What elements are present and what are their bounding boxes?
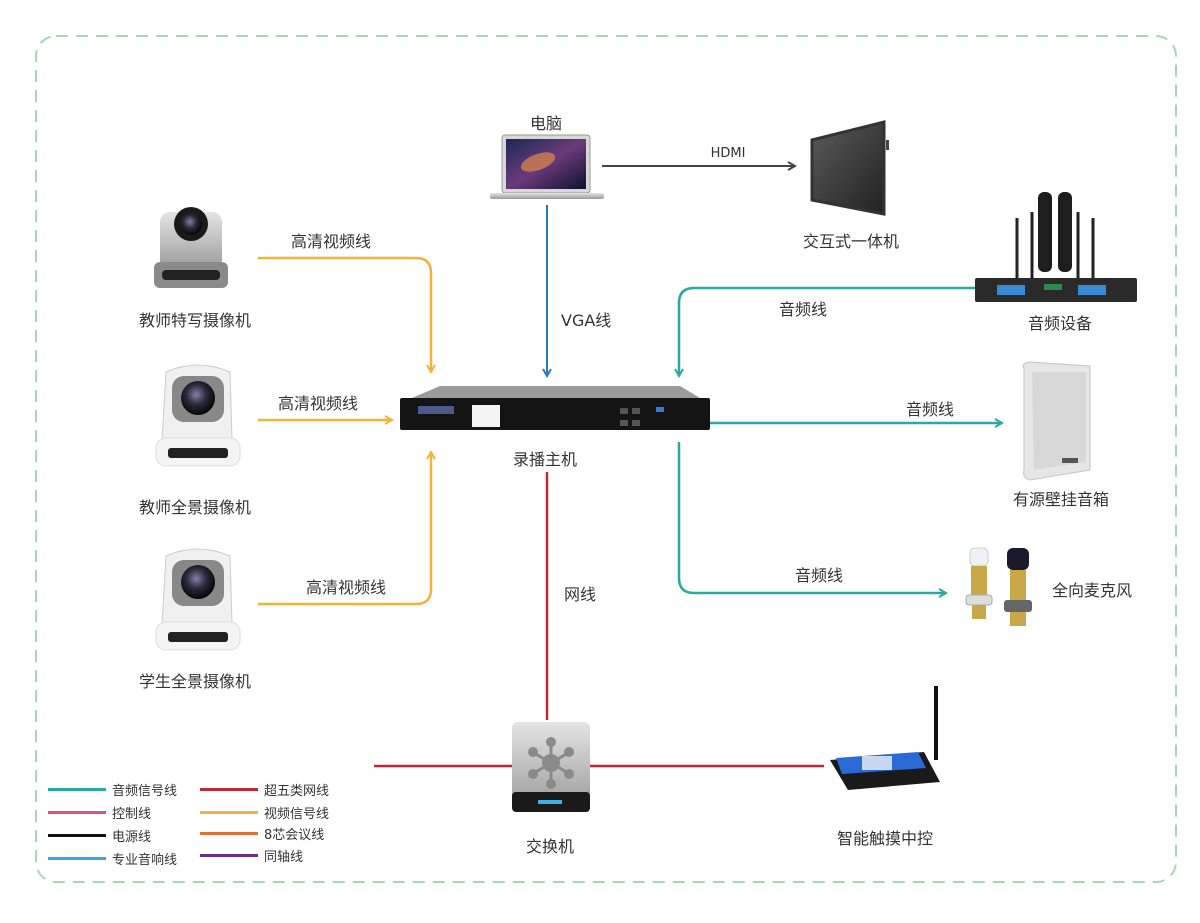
legend-label: 视频信号线 (264, 807, 330, 822)
legend-item: 专业音响线 (48, 849, 177, 868)
teacher-closeup-camera-icon (154, 207, 228, 288)
interactive-display-icon (810, 120, 889, 216)
label-audio-mic: 音频线 (794, 566, 844, 585)
legend-swatch (48, 834, 106, 837)
legend-swatch (200, 811, 258, 814)
legend-item: 8芯会议线 (200, 824, 324, 843)
legend-swatch (200, 854, 258, 857)
legend-swatch (200, 788, 258, 791)
legend-label: 8芯会议线 (264, 828, 325, 843)
legend-label: 超五类网线 (264, 784, 330, 799)
label-hdmi: HDMI (710, 146, 746, 161)
laptop-icon (490, 134, 604, 199)
legend-label: 电源线 (112, 830, 152, 845)
label-teacher-panorama-camera: 教师全景摄像机 (138, 498, 252, 517)
label-video-1: 高清视频线 (290, 232, 372, 251)
legend-item: 音频信号线 (48, 780, 177, 799)
diagram-border (35, 35, 1177, 883)
label-computer: 电脑 (529, 114, 563, 133)
label-switch: 交换机 (525, 837, 575, 856)
legend-item: 控制线 (48, 803, 151, 822)
wall-speaker-icon (1022, 361, 1091, 481)
touch-controller-icon (830, 686, 940, 790)
label-vga: VGA线 (561, 311, 612, 330)
legend-item: 视频信号线 (200, 803, 329, 822)
label-audio-equipment: 音频设备 (1027, 314, 1093, 333)
label-touch-controller: 智能触摸中控 (836, 829, 934, 848)
label-audio-in: 音频线 (778, 300, 828, 319)
recording-host-icon (400, 386, 710, 430)
label-teacher-closeup-camera: 教师特写摄像机 (138, 311, 252, 330)
label-omni-mic: 全向麦克风 (1052, 581, 1133, 600)
legend-swatch (200, 832, 258, 835)
legend-label: 音频信号线 (112, 784, 178, 799)
video-line-3 (258, 452, 431, 606)
legend-label: 同轴线 (264, 850, 304, 865)
student-panorama-camera-icon (155, 548, 241, 651)
video-line-1 (258, 256, 431, 372)
legend-item: 超五类网线 (200, 780, 329, 799)
legend-item: 同轴线 (200, 846, 303, 865)
audio-receiver-icon (975, 192, 1137, 302)
label-network: 网线 (564, 585, 597, 604)
legend-swatch (48, 788, 106, 791)
label-audio-speaker: 音频线 (905, 400, 955, 419)
teacher-panorama-camera-icon (155, 364, 241, 467)
audio-mic-line (677, 442, 946, 593)
label-wall-speaker: 有源壁挂音箱 (1012, 490, 1110, 509)
label-video-2: 高清视频线 (277, 394, 359, 413)
omni-mic-icon (965, 547, 1032, 626)
legend-swatch (48, 811, 106, 814)
legend-label: 控制线 (112, 807, 152, 822)
legend-item: 电源线 (48, 826, 151, 845)
label-interactive-display: 交互式一体机 (802, 232, 900, 251)
legend-swatch (48, 857, 106, 860)
label-student-panorama-camera: 学生全景摄像机 (138, 672, 252, 691)
label-recording-host: 录播主机 (512, 450, 578, 469)
label-video-3: 高清视频线 (305, 578, 387, 597)
legend-label: 专业音响线 (112, 853, 178, 868)
network-switch-icon (512, 722, 590, 812)
legend: 音频信号线 控制线 电源线 专业音响线 超五类网线 视频信号线 8芯会议线 同 (48, 780, 378, 870)
audio-in-line (679, 286, 975, 376)
